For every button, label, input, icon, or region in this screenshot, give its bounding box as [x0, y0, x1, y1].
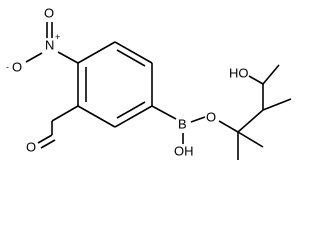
pinacol-fragment: HO: [229, 64, 292, 160]
aldehyde-double-bond: [37, 134, 53, 144]
ring-bond: [114, 41, 153, 64]
aldehyde-group: O: [26, 105, 79, 154]
ring-to-aldehyde-bond: [51, 105, 79, 122]
nitro-single-bond: [25, 52, 43, 63]
ring-double-bond: [116, 101, 146, 119]
aldehyde-o-label: O: [26, 139, 36, 154]
boron-to-ester-o-bond: [190, 116, 206, 123]
benzene-ring: [77, 41, 153, 128]
boronate-group: B OH O: [151, 105, 239, 158]
ester-o-label: O: [206, 109, 216, 124]
ring-bond: [114, 105, 153, 128]
ring-bond: [77, 41, 116, 64]
chemical-structure: N + O O - O B OH O HO: [6, 5, 292, 160]
nitro-o-single-label: O: [12, 59, 22, 74]
carbon-carbon-bond: [237, 109, 264, 133]
aldehyde-double-bond: [40, 139, 56, 149]
boron-label: B: [178, 116, 187, 131]
nitro-o-charge: -: [6, 62, 9, 72]
ring-bond: [77, 105, 116, 128]
carbon-to-oh-bond: [248, 75, 264, 85]
ring-to-boron-bond: [151, 105, 177, 120]
nitro-n-charge: +: [55, 32, 60, 42]
methyl-bond: [262, 64, 280, 85]
pinacol-ho-label: HO: [229, 65, 249, 80]
methyl-bond: [237, 131, 264, 148]
nitro-group: N + O O -: [6, 5, 79, 74]
ring-double-bond: [116, 49, 146, 67]
methyl-bond: [262, 98, 292, 111]
nitro-o-double-label: O: [44, 5, 54, 20]
nitro-n-label: N: [45, 37, 54, 52]
ester-o-to-carbon-bond: [218, 120, 239, 133]
ring-to-nitro-bond: [57, 51, 79, 64]
boron-oh-label: OH: [174, 143, 194, 158]
